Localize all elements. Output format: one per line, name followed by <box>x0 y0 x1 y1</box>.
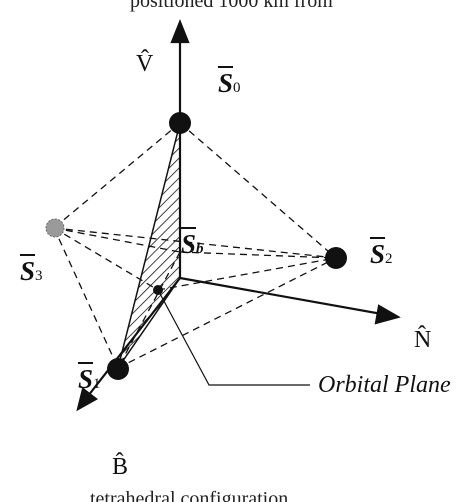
label-s0: S0 <box>218 68 241 98</box>
label-sb: Sb <box>181 229 204 259</box>
axes <box>76 19 401 412</box>
orbital-plane-leader <box>157 289 310 386</box>
axis-v-label: V̂ <box>136 51 154 77</box>
label-s1: S1 <box>78 364 101 394</box>
satellite-s1-dot <box>107 358 129 380</box>
bottom-caption-fragment: tetrahedral configuration <box>90 488 289 502</box>
top-caption-fragment: positioned 1000 km from <box>130 0 333 12</box>
satellite-s2-dot <box>325 247 347 269</box>
label-s2: S2 <box>370 239 393 269</box>
axis-b-label: B̂ <box>112 454 129 480</box>
tetrahedron-edges <box>53 122 337 369</box>
satellite-s0-dot <box>169 112 191 134</box>
orbital-plane-label: Orbital Plane <box>318 372 451 398</box>
axis-n-label: N̂ <box>414 327 432 353</box>
satellite-sb-dot <box>153 285 163 295</box>
satellite-s3-dot <box>45 218 65 238</box>
label-s3: S3 <box>20 256 43 286</box>
